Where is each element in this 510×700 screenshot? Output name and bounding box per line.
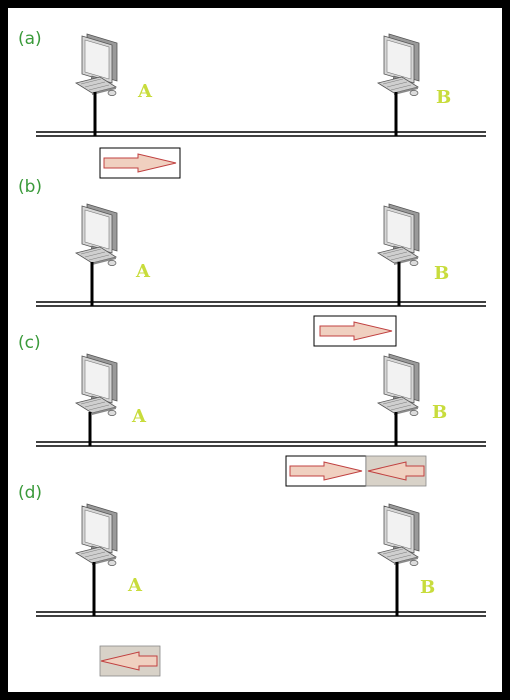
computer-icon <box>75 503 118 567</box>
panel-label: (c) <box>18 333 41 353</box>
computer-icon <box>377 353 420 417</box>
node-label-b: B <box>436 87 451 108</box>
node-label-a: A <box>131 406 147 427</box>
node-label-b: B <box>434 263 449 284</box>
panel-label: (b) <box>18 177 42 197</box>
node-label-a: A <box>137 81 153 102</box>
node-label-a: A <box>127 575 143 596</box>
computer-icon <box>377 503 420 567</box>
node-label-b: B <box>432 402 447 423</box>
panel-b: (b) A B <box>18 177 486 347</box>
computer-icon <box>75 353 118 417</box>
panel-d: (d) A B <box>18 483 486 677</box>
node-label-b: B <box>420 577 435 598</box>
computer-icon <box>75 33 118 97</box>
computer-icon <box>377 203 420 267</box>
computer-icon <box>75 203 118 267</box>
node-label-a: A <box>135 261 151 282</box>
panel-a: (a) A B <box>18 29 486 179</box>
panel-label: (a) <box>18 29 42 49</box>
panel-c: (c) A B <box>18 333 486 487</box>
computer-icon <box>377 33 420 97</box>
panel-label: (d) <box>18 483 42 503</box>
